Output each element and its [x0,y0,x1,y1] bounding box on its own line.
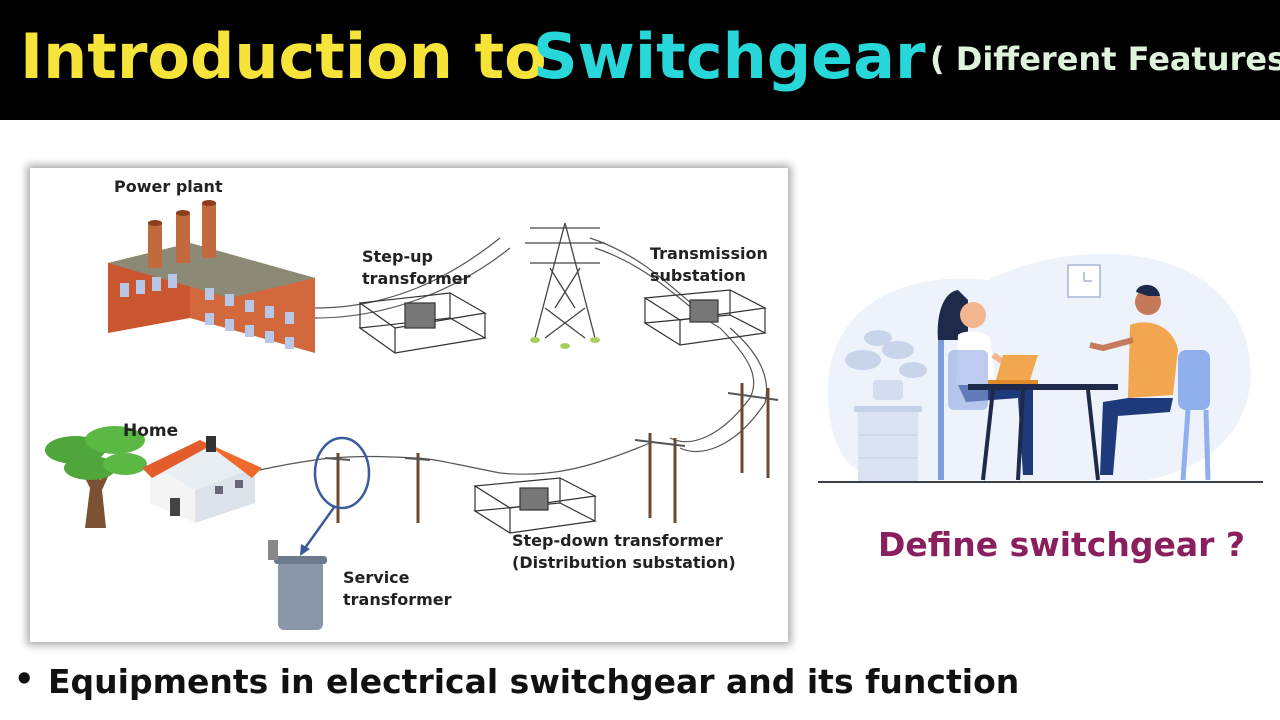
power-system-diagram: Power plant Step-up transformer Transmis… [30,168,788,642]
plant-icon [845,330,927,400]
label-step-up: Step-up [362,247,433,266]
label-power-plant: Power plant [114,177,223,196]
title-introduction: Introduction to [20,20,547,93]
bullet-marker: • [14,660,35,698]
house-icon [142,436,262,523]
label-transmission: Transmission [650,244,768,263]
meeting-illustration [818,253,1263,483]
highlight-circle [313,436,371,510]
label-transmission-2: substation [650,266,746,285]
man-figure [1089,284,1211,481]
side-cabinet-icon [854,406,922,482]
label-service: Service [343,568,410,587]
step-up-substation-icon [358,292,487,354]
tree-icon [45,426,147,528]
transmission-tower-icon [525,222,605,339]
laptop-icon [988,355,1038,384]
label-step-down-2: (Distribution substation) [512,553,736,572]
label-home: Home [123,421,179,441]
step-down-substation-icon [473,477,597,534]
table-icon [968,384,1118,481]
wall-clock-icon [1067,264,1101,298]
power-grid-illustration [45,200,779,630]
label-service-2: transformer [343,590,452,609]
header-banner: Introduction to Switchgear ( Different F… [0,0,1280,120]
power-plant-icon [108,200,315,353]
label-step-up-2: transformer [362,269,471,288]
bullet-text: Equipments in electrical switchgear and … [48,662,1020,701]
title-switchgear: Switchgear [533,20,926,93]
label-step-down: Step-down transformer [512,531,723,550]
service-transformer-icon [268,540,327,630]
transmission-substation-icon [643,289,767,346]
subtitle-features: ( Different Features ) [930,40,1280,78]
question-define-switchgear: Define switchgear ? [878,525,1246,564]
